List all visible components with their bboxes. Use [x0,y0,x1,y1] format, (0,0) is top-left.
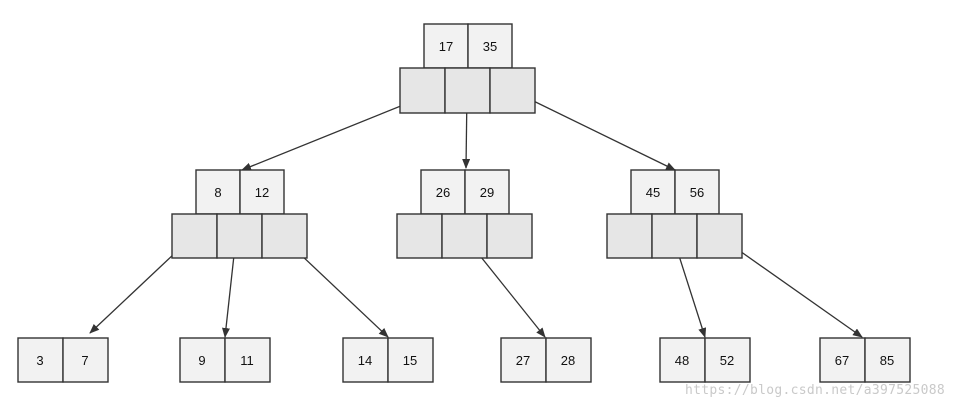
key-cell [864,337,911,383]
key-label: 29 [480,185,494,200]
key-cell [545,337,592,383]
leaf-node-48-52: 48 52 [659,337,751,383]
internal-node-8-12: 8 12 [171,169,308,259]
pointer-cell [486,213,533,259]
key-cell [62,337,109,383]
key-label: 56 [690,185,704,200]
pointer-cell [606,213,653,259]
edge-root-to-node-45-56 [512,90,676,171]
key-label: 3 [36,353,43,368]
pointer-cell [216,213,263,259]
key-cell [674,169,720,215]
key-cell [179,337,226,383]
key-label: 85 [880,353,894,368]
pointer-cell [696,213,743,259]
key-label: 27 [516,353,530,368]
key-label: 9 [198,353,205,368]
watermark-text: https://blog.csdn.net/a397525088 [684,383,945,398]
key-label: 48 [675,353,689,368]
internal-node-45-56: 45 56 [606,169,743,259]
key-label: 11 [240,353,254,368]
key-label: 17 [439,39,453,54]
leaf-node-67-85: 67 85 [819,337,911,383]
pointer-cell [171,213,218,259]
key-label: 12 [255,185,269,200]
edge-node-45-56-to-leaf-67-85 [719,236,863,338]
key-cell [387,337,434,383]
key-label: 7 [81,353,88,368]
key-cell [342,337,389,383]
key-label: 8 [214,185,221,200]
pointer-cell [399,67,446,114]
pointer-cell [651,213,698,259]
internal-node-26-29: 26 29 [396,169,533,259]
key-cell [500,337,547,383]
key-cell [224,337,271,383]
key-label: 67 [835,353,849,368]
key-label: 28 [561,353,575,368]
key-cell [704,337,751,383]
pointer-cell [396,213,443,259]
pointer-cell [261,213,308,259]
key-label: 52 [720,353,734,368]
key-label: 35 [483,39,497,54]
pointer-cell [489,67,536,114]
key-label: 45 [646,185,660,200]
leaf-node-9-11: 9 11 [179,337,271,383]
pointer-cell [444,67,491,114]
pointer-cell [441,213,488,259]
key-label: 14 [358,353,372,368]
root-node: 17 35 [399,23,536,114]
key-cell [630,169,676,215]
key-label: 26 [436,185,450,200]
key-cell [17,337,64,383]
leaf-node-27-28: 27 28 [500,337,592,383]
leaf-node-3-7: 3 7 [17,337,109,383]
leaf-node-14-15: 14 15 [342,337,434,383]
key-cell [659,337,706,383]
key-label: 15 [403,353,417,368]
